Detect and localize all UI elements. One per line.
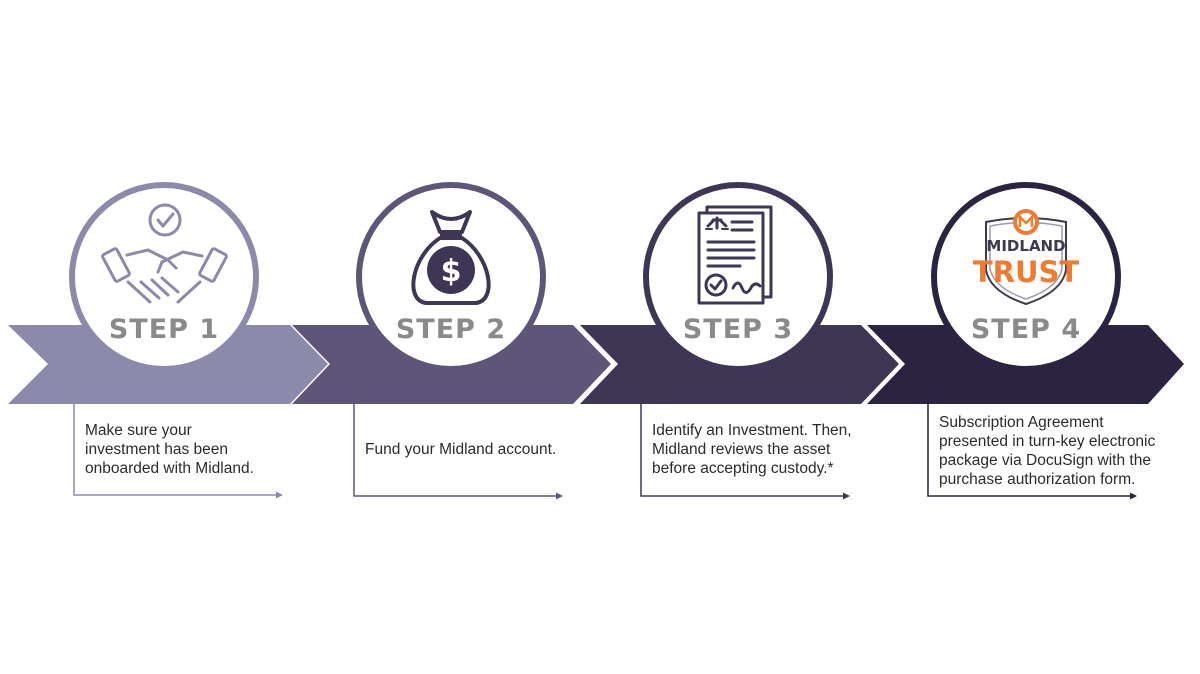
step-2-description-line: Fund your Midland account.	[365, 441, 557, 458]
step-3-description-line: Midland reviews the asset	[652, 441, 831, 458]
step-4-badge: MIDLAND TRUST STEP 4	[931, 182, 1121, 372]
step-4-bracket	[927, 404, 1137, 500]
step-3-description-line: Identify an Investment. Then,	[652, 422, 852, 439]
logo-trust-text: TRUST	[973, 255, 1080, 289]
step-4-title: STEP 4	[971, 314, 1081, 345]
midland-trust-logo: MIDLAND TRUST	[973, 209, 1080, 306]
step-4-description-line: purchase authorization form.	[939, 471, 1136, 488]
step-3-badge: STEP 3	[643, 182, 833, 372]
step-1-description-line: onboarded with Midland.	[85, 460, 254, 477]
step-2-description: Fund your Midland account.	[365, 440, 575, 459]
step-1-description-line: Make sure your	[85, 422, 192, 439]
logo-midland-text: MIDLAND	[986, 237, 1065, 255]
step-1-badge: STEP 1	[69, 182, 259, 372]
money-bag-icon: $	[411, 210, 491, 305]
handshake-check-icon	[101, 203, 228, 304]
step-2-badge: $ STEP 2	[356, 182, 546, 372]
step-4-description: Subscription Agreement presented in turn…	[939, 413, 1179, 489]
step-1-description: Make sure your investment has been onboa…	[85, 421, 285, 478]
svg-text:$: $	[441, 254, 462, 289]
step-2-bracket	[353, 404, 563, 500]
step-1-title: STEP 1	[109, 314, 219, 345]
step-3-title: STEP 3	[683, 314, 793, 345]
step-2-title: STEP 2	[396, 314, 506, 345]
step-1-bracket	[73, 404, 283, 499]
step-3-description: Identify an Investment. Then, Midland re…	[652, 421, 872, 478]
step-4-description-line: Subscription Agreement	[939, 414, 1104, 431]
step-4-description-line: package via DocuSign with the	[939, 452, 1151, 469]
legal-document-icon	[697, 205, 773, 305]
step-3-description-line: before accepting custody.*	[652, 460, 834, 477]
step-1-description-line: investment has been	[85, 441, 229, 458]
step-4-description-line: presented in turn-key electronic	[939, 433, 1156, 450]
step-3-bracket	[640, 404, 850, 500]
